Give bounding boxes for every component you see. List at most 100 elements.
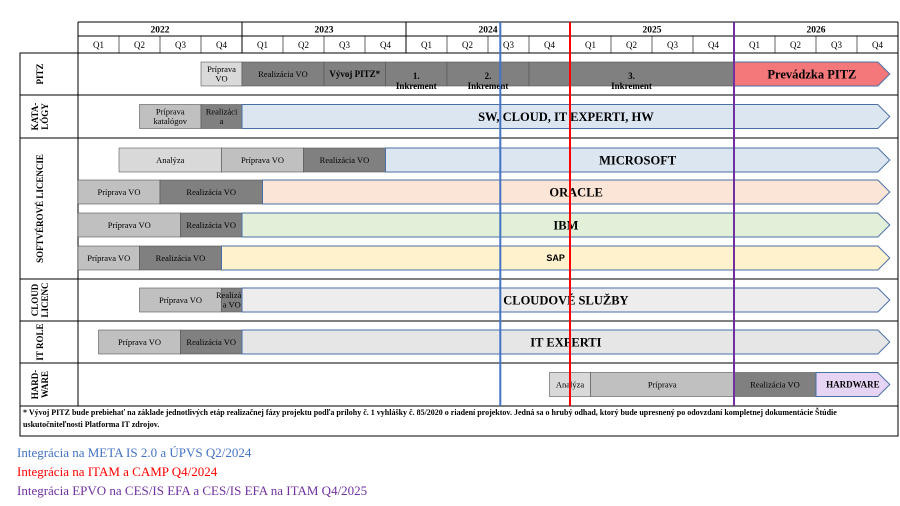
bar-label: Príprava: [156, 107, 185, 117]
bar-pr-prava-vo: Príprava VO: [221, 147, 304, 173]
year-label-2023: 2023: [315, 26, 334, 36]
quarter-label-2023-Q1: Q1: [257, 40, 268, 50]
bar-shape: [590, 372, 735, 397]
bar-shape: [118, 147, 222, 173]
year-label-2026: 2026: [807, 26, 826, 36]
bar-label: a VO: [223, 300, 241, 310]
bar-label: Príprava VO: [87, 253, 130, 263]
quarter-label-2022-Q4: Q4: [216, 40, 227, 50]
bar-sw-cloud-it-experti-hw: SW, CLOUD, IT EXPERTI, HW: [241, 104, 891, 129]
quarter-label-2023-Q2: Q2: [298, 40, 309, 50]
bar-label: a: [220, 116, 224, 126]
bar-shape: [241, 329, 891, 355]
year-label-2022: 2022: [151, 26, 170, 36]
row-label: WARE: [40, 371, 50, 398]
bar-label: 1.: [413, 71, 420, 81]
quarter-label-2024-Q2: Q2: [462, 40, 473, 50]
bar-label: 3.: [628, 71, 635, 81]
bar-shape: [77, 179, 161, 205]
quarter-label-2026-Q3: Q3: [831, 40, 842, 50]
bar-pr-prava-vo: Príprava VO: [98, 329, 181, 355]
bar-label: Realizáci: [216, 290, 248, 300]
bar-anal-za: Analýza: [118, 147, 222, 173]
bar-label: Príprava: [648, 379, 677, 389]
row-label: PITZ: [35, 63, 45, 84]
bar-realiz-ci-a: Realizácia: [200, 104, 243, 129]
bar-label: Realizácia VO: [320, 155, 370, 165]
bar-shape: [303, 147, 386, 173]
bar-realiz-cia-vo: Realizácia VO: [180, 329, 243, 355]
legend-item-epvo: Integrácia EPVO na CES/IS EFA a CES/IS E…: [17, 483, 368, 498]
quarter-label-2023-Q3: Q3: [339, 40, 350, 50]
row-label: LICENC: [40, 282, 50, 317]
bar-cloudov-slu-by: CLOUDOVÉ SLUŽBY: [241, 287, 891, 313]
quarter-label-2023-Q4: Q4: [380, 40, 391, 50]
bar-pr-prava: Príprava: [590, 372, 735, 397]
bar-ibm: IBM: [241, 212, 891, 238]
bar-shape: [733, 372, 817, 397]
bar-sap: SAP: [221, 245, 891, 271]
bar-label: Príprava VO: [241, 155, 284, 165]
bar-label: katalógov: [153, 116, 187, 126]
bar-2-inkrement: 2.Inkrement: [446, 61, 530, 91]
footnote-text: * Vývoj PITZ bude prebiehať na základe j…: [23, 408, 837, 429]
bar-shape: [139, 245, 222, 271]
row-label: IT ROLE: [35, 323, 45, 360]
bar-realiz-cia-vo: Realizácia VO: [180, 212, 243, 238]
row-hard-ware: HARD-WAREAnalýzaPrípravaRealizácia VOHAR…: [19, 362, 899, 407]
bar-realiz-cia-vo: Realizácia VO: [303, 147, 386, 173]
row-label: SOFTVÉROVÉ LICENCIE: [35, 154, 45, 263]
bar-3-inkrement: 3.Inkrement: [528, 61, 735, 91]
bar-pr-prava-vo: Príprava VO: [77, 212, 181, 238]
quarter-label-2024-Q1: Q1: [421, 40, 432, 50]
bar-label: IBM: [553, 218, 578, 232]
bar-it-experti: IT EXPERTI: [241, 329, 891, 355]
bar-microsoft: MICROSOFT: [385, 147, 891, 173]
bar-label: Príprava: [207, 64, 236, 74]
bar-hardware: HARDWARE: [815, 372, 891, 397]
bar-label: Príprava VO: [97, 187, 140, 197]
bar-label: Realizácia VO: [186, 187, 236, 197]
bar-realiz-cia-vo: Realizácia VO: [139, 245, 222, 271]
legend-item-meta-is: Integrácia na META IS 2.0 a ÚPVS Q2/2024: [17, 445, 252, 460]
bar-shape: [139, 104, 202, 129]
bar-label: ORACLE: [549, 185, 602, 199]
bar-shape: [221, 245, 891, 271]
bar-label: SW, CLOUD, IT EXPERTI, HW: [478, 110, 654, 124]
bar-1-inkrement: 1.Inkrement: [385, 61, 448, 91]
bar-pr-prava-vo: Príprava VO: [77, 245, 140, 271]
bar-label: Príprava VO: [118, 337, 161, 347]
bar-label: Prevádzka PITZ: [767, 67, 856, 81]
bar-label: CLOUDOVÉ SLUŽBY: [503, 293, 628, 307]
bar-label: 2.: [485, 71, 492, 81]
bar-shape: [221, 147, 304, 173]
bar-label: Inkrement: [468, 81, 509, 91]
bar-shape: [385, 61, 448, 87]
bar-prev-dzka-pitz: Prevádzka PITZ: [733, 61, 891, 87]
bar-shape: [139, 287, 222, 313]
bar-label: Realizácia VO: [750, 379, 800, 389]
bar-shape: [241, 61, 325, 87]
bar-realiz-cia-vo: Realizácia VO: [159, 179, 263, 205]
row-label: CLOUD: [30, 283, 40, 316]
bar-label: Realizácia VO: [258, 69, 308, 79]
bar-shape: [180, 212, 243, 238]
bar-pr-prava-vo: Príprava VO: [77, 179, 161, 205]
quarter-label-2022-Q1: Q1: [93, 40, 104, 50]
quarter-label-2026-Q2: Q2: [790, 40, 801, 50]
legend-item-itam: Integrácia na ITAM a CAMP Q4/2024: [17, 464, 218, 479]
bar-label: Inkrement: [396, 81, 437, 91]
row-label: KATA-: [30, 103, 40, 131]
quarter-label-2026-Q1: Q1: [749, 40, 760, 50]
quarter-label-2025-Q1: Q1: [585, 40, 596, 50]
bar-v-voj-pitz-: Vývoj PITZ*: [323, 61, 386, 87]
bar-label: HARDWARE: [826, 380, 880, 390]
bar-label: Príprava VO: [159, 295, 202, 305]
